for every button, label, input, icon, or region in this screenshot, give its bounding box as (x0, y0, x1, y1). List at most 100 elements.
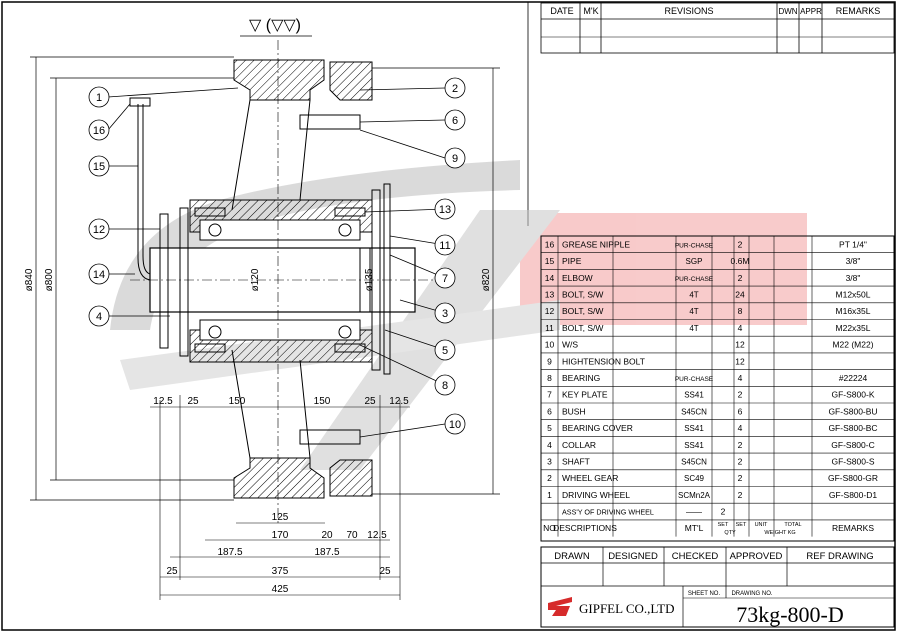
callout-8: 8 (442, 380, 448, 392)
bom-row-remarks: GF-S800-BU (828, 406, 877, 416)
callout-16: 16 (93, 125, 105, 137)
callout-4: 4 (96, 311, 102, 323)
bom-row-material: 4T (689, 290, 698, 299)
dim-170: 170 (272, 530, 289, 541)
bom-row-remarks: GF-S800-C (831, 440, 874, 450)
bom-row-description: WHEEL GEAR (562, 473, 618, 483)
bom-row-no: 7 (547, 390, 552, 400)
bom-row-qty: 24 (735, 289, 745, 299)
bom-row-material: S45CN (681, 407, 707, 416)
bom-row-no: 8 (547, 373, 552, 383)
dim-800: ø800 (44, 268, 55, 291)
bom-row-remarks: PT 1/4" (839, 239, 867, 249)
dim-25-right: 25 (364, 396, 376, 407)
company-name: GIPFEL CO.,LTD (579, 601, 674, 616)
dim-135: ø135 (364, 268, 375, 291)
bom-row-description: KEY PLATE (562, 390, 608, 400)
bom-row-description: GREASE NIPPLE (562, 239, 630, 249)
bom-row-material: SS41 (684, 391, 704, 400)
tb-ref-drawing: REF DRAWING (806, 551, 873, 562)
bom-row-material: SGP (686, 257, 703, 266)
bom-row-description: W/S (562, 340, 578, 350)
bom-row-remarks: GF-S800-BC (828, 423, 877, 433)
bom-row-material: S45CN (681, 457, 707, 466)
bom-header-descriptions: DESCRIPTIONS (553, 523, 617, 533)
rev-header-dwn: DWN (778, 7, 797, 16)
rev-header-remarks: REMARKS (836, 6, 881, 16)
bom-row-qty: 8 (738, 306, 743, 316)
dim-150-right: 150 (314, 396, 331, 407)
callout-9: 9 (452, 153, 458, 165)
tb-drawn: DRAWN (554, 551, 590, 562)
bom-row-no: 11 (545, 323, 554, 333)
dim-820: ø820 (481, 268, 492, 291)
bom-header-weight: WEIGHT KG (764, 530, 795, 536)
bom-header-qty: QTY (724, 530, 736, 536)
callout-6: 6 (452, 115, 458, 127)
bom-row-remarks: M22 (M22) (832, 340, 873, 350)
bom-row-set-qty: 2 (721, 507, 726, 517)
bom-row-description: ELBOW (562, 273, 593, 283)
horizontal-dimension-lines (150, 395, 410, 600)
bom-row-remarks: GF-S800-S (832, 456, 875, 466)
bom-row-no: 4 (547, 440, 552, 450)
bom-row-material: —— (686, 508, 702, 517)
callout-14: 14 (93, 269, 105, 281)
company-logo-icon (548, 597, 572, 616)
rev-header-revisions: REVISIONS (664, 6, 713, 16)
bom-row-description: HIGHTENSION BOLT (562, 356, 645, 366)
bom-row-remarks: M22x35L (836, 323, 871, 333)
part-callouts (88, 77, 466, 438)
dim-150-left: 150 (229, 396, 246, 407)
bom-row-qty: 2 (738, 390, 743, 400)
callout-7: 7 (442, 273, 448, 285)
bom-row-no: 14 (545, 273, 555, 283)
dim-425: 425 (272, 584, 289, 595)
dim-25-left: 25 (187, 396, 199, 407)
dim-12-5-left: 12.5 (153, 396, 173, 407)
bom-row-description: BUSH (562, 406, 586, 416)
bom-row-qty: 12 (735, 356, 745, 366)
bom-header-material: MT'L (685, 523, 704, 533)
bom-row-remarks: M16x35L (836, 306, 871, 316)
tb-checked: CHECKED (672, 551, 719, 562)
revisions-table: DATE M'K REVISIONS DWN APPR REMARKS (540, 2, 895, 54)
bom-row-material: PUR-CHASE (675, 242, 714, 249)
tb-drawing-no-label: DRAWING NO. (731, 591, 772, 597)
bom-row-description: COLLAR (562, 440, 596, 450)
callout-1: 1 (96, 92, 102, 104)
bom-header-total: TOTAL (784, 522, 801, 528)
bom-row-remarks: GF-S800-GR (828, 473, 878, 483)
dim-375: 375 (272, 566, 289, 577)
callout-2: 2 (452, 83, 458, 95)
bom-row-remarks: M12x50L (836, 289, 871, 299)
drawing-number: 73kg-800-D (736, 602, 844, 627)
bom-row-material: SS41 (684, 441, 704, 450)
callout-10: 10 (449, 419, 461, 431)
dim-25-bottom-right: 25 (379, 566, 391, 577)
bom-row-remarks: GF-S800-K (832, 390, 875, 400)
tb-approved: APPROVED (730, 551, 783, 562)
rev-header-date: DATE (550, 6, 573, 16)
dim-187-5-right: 187.5 (314, 547, 339, 558)
bom-row-no: 15 (545, 256, 555, 266)
bom-row-remarks: 3/8" (846, 273, 861, 283)
bom-row-qty: 0.6M (731, 256, 750, 266)
bom-row-no: 12 (545, 306, 555, 316)
bom-header-unit: UNIT (755, 522, 768, 528)
bom-row-description: BEARING COVER (562, 423, 633, 433)
bom-row-qty: 2 (738, 490, 743, 500)
dim-187-5-left: 187.5 (217, 547, 242, 558)
callout-13: 13 (439, 204, 451, 216)
bom-row-qty: 4 (738, 423, 743, 433)
bom-row-description: BOLT, S/W (562, 289, 603, 299)
bom-row-no: 10 (545, 340, 555, 350)
bom-row-description: BEARING (562, 373, 600, 383)
dim-12-5-right: 12.5 (389, 396, 409, 407)
bom-row-description: ASS'Y OF DRIVING WHEEL (562, 508, 654, 517)
bom-row-description: DRIVING WHEEL (562, 490, 630, 500)
callout-3: 3 (442, 308, 448, 320)
dim-120: ø120 (250, 268, 261, 291)
